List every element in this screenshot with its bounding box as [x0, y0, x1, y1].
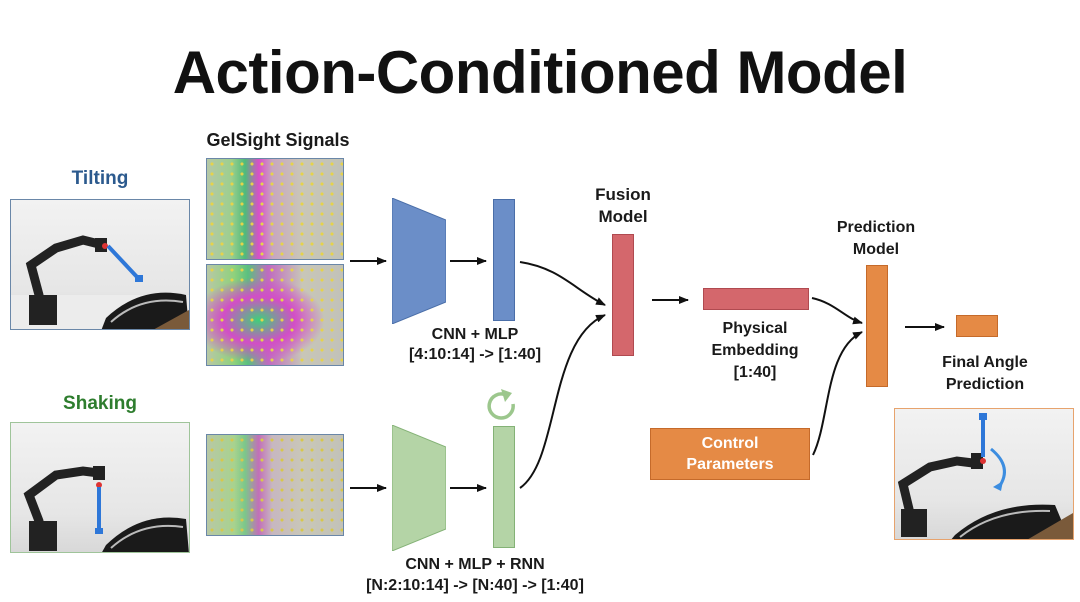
final-angle-output-block [956, 315, 998, 337]
physical-embedding-label-line2: Embedding [711, 342, 799, 359]
control-parameters-block [650, 428, 810, 480]
blue-mlp-block [493, 199, 515, 321]
gelsight-signals-label: GelSight Signals [206, 130, 350, 150]
control-parameters-label-line2: Parameters [686, 456, 774, 473]
gelsight-tilting-frame-2 [206, 264, 344, 366]
gelsight-shaking-frame [206, 434, 344, 536]
green-cnn-block [392, 425, 446, 551]
fusion-model-label-line2: Model [598, 207, 648, 226]
slide-title: Action-Conditioned Model [172, 39, 908, 106]
final-angle-robot-illustration [897, 413, 1073, 539]
cnn-mlp-rnn-shape-label: [N:2:10:14] -> [N:40] -> [1:40] [366, 577, 584, 594]
prediction-model-label-line1: Prediction [836, 219, 916, 236]
shaking-label: Shaking [63, 393, 137, 414]
recurrent-loop-icon [487, 392, 515, 420]
final-angle-robot-photo [894, 408, 1074, 540]
control-parameters-label-line1: Control [701, 435, 759, 452]
fusion-model-block [612, 234, 634, 356]
blue-cnn-block [392, 198, 446, 324]
physical-embedding-block [703, 288, 809, 310]
curve-green-to-fusion [519, 314, 606, 489]
cnn-mlp-rnn-label: CNN + MLP + RNN [405, 556, 545, 573]
tilting-robot-illustration [11, 235, 189, 329]
curve-embedding-to-prediction [811, 297, 863, 325]
cnn-mlp-label: CNN + MLP [431, 326, 519, 343]
physical-embedding-label-line1: Physical [722, 320, 788, 337]
final-angle-label-line1: Final Angle [942, 354, 1028, 371]
cnn-mlp-shape-label: [4:10:14] -> [1:40] [408, 346, 542, 363]
gelsight-tilting-frame-1 [206, 158, 344, 260]
fusion-model-label-line1: Fusion [595, 185, 651, 204]
final-angle-label-line2: Prediction [945, 376, 1025, 393]
prediction-model-label-line2: Model [852, 241, 900, 258]
curve-blue-to-fusion [519, 261, 606, 306]
shaking-robot-photo [10, 422, 190, 553]
shaking-robot-illustration [23, 466, 189, 552]
physical-embedding-shape-label: [1:40] [733, 364, 777, 381]
tilting-label: Tilting [71, 168, 129, 189]
curve-control-to-prediction [812, 331, 863, 456]
tilting-robot-photo [10, 199, 190, 330]
green-rnn-block [493, 426, 515, 548]
prediction-model-block [866, 265, 888, 387]
